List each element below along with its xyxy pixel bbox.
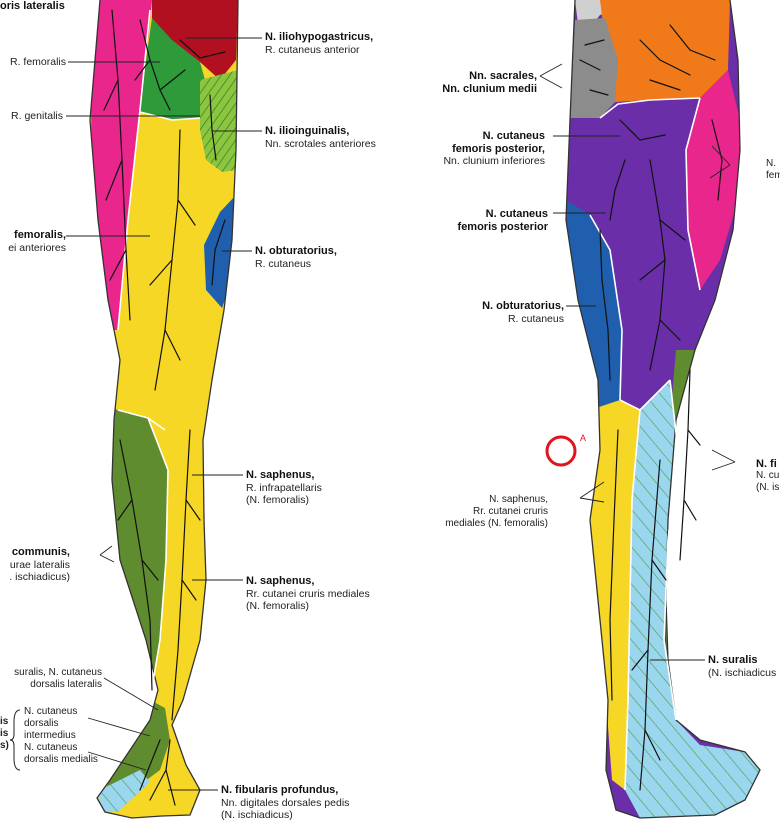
label-fibularis-profundus: N. fibularis profundus, Nn. digitales do… xyxy=(221,784,350,821)
front-leg-outline xyxy=(89,0,239,819)
back-leg-outline xyxy=(565,0,761,819)
label-iliohypogastricus: N. iliohypogastricus, R. cutaneus anteri… xyxy=(265,31,374,56)
label-top-left-fragment: oris lateralis xyxy=(0,0,65,12)
foot-brace xyxy=(9,709,21,771)
label-cutaneus-femoris-posterior-2: N. cutaneus femoris posterior xyxy=(457,208,548,233)
label-suralis-right: N. suralis (N. ischiadicus xyxy=(708,654,777,679)
label-cutaneus-dorsalis: N. cutaneus dorsalis intermedius N. cuta… xyxy=(24,706,98,765)
front-borders xyxy=(117,9,201,701)
label-obturatorius-back: N. obturatorius, R. cutaneus xyxy=(482,300,564,325)
front-nerves xyxy=(103,9,226,806)
label-saphenus-infrapatellaris: N. saphenus, R. infrapatellaris (N. femo… xyxy=(246,469,322,506)
label-ilioinguinalis: N. ilioinguinalis, Nn. scrotales anterio… xyxy=(265,125,376,150)
label-right-fragment-mid: N. fi N. cu (N. is xyxy=(756,458,780,493)
label-obturatorius-front: N. obturatorius, R. cutaneus xyxy=(255,245,337,270)
label-sacrales: Nn. sacrales, Nn. clunium medii xyxy=(442,70,537,95)
marker-letter: A xyxy=(580,433,586,443)
label-left-brace-fragment: is is s) xyxy=(0,716,9,751)
back-leg xyxy=(566,0,760,818)
label-communis-left: communis, urae lateralis . ischiadicus) xyxy=(9,546,70,583)
label-saphenus-back: N. saphenus, Rr. cutanei cruris mediales… xyxy=(445,494,548,529)
label-femoralis-left: femoralis, ei anteriores xyxy=(8,229,66,254)
label-r-femoralis: R. femoralis xyxy=(9,56,66,68)
label-cutaneus-femoris-posterior-1: N. cutaneus femoris posterior, Nn. cluni… xyxy=(443,130,545,167)
label-suralis-left: suralis, N. cutaneus dorsalis lateralis xyxy=(14,667,102,690)
label-r-genitalis: R. genitalis xyxy=(11,110,63,122)
front-leg xyxy=(90,0,238,818)
label-saphenus-cruris: N. saphenus, Rr. cutanei cruris mediales… xyxy=(246,575,370,612)
label-right-fragment-upper: N. fem xyxy=(766,158,780,181)
marker-circle[interactable] xyxy=(545,435,577,467)
back-nerves xyxy=(579,24,723,791)
leader-lines xyxy=(66,37,736,791)
